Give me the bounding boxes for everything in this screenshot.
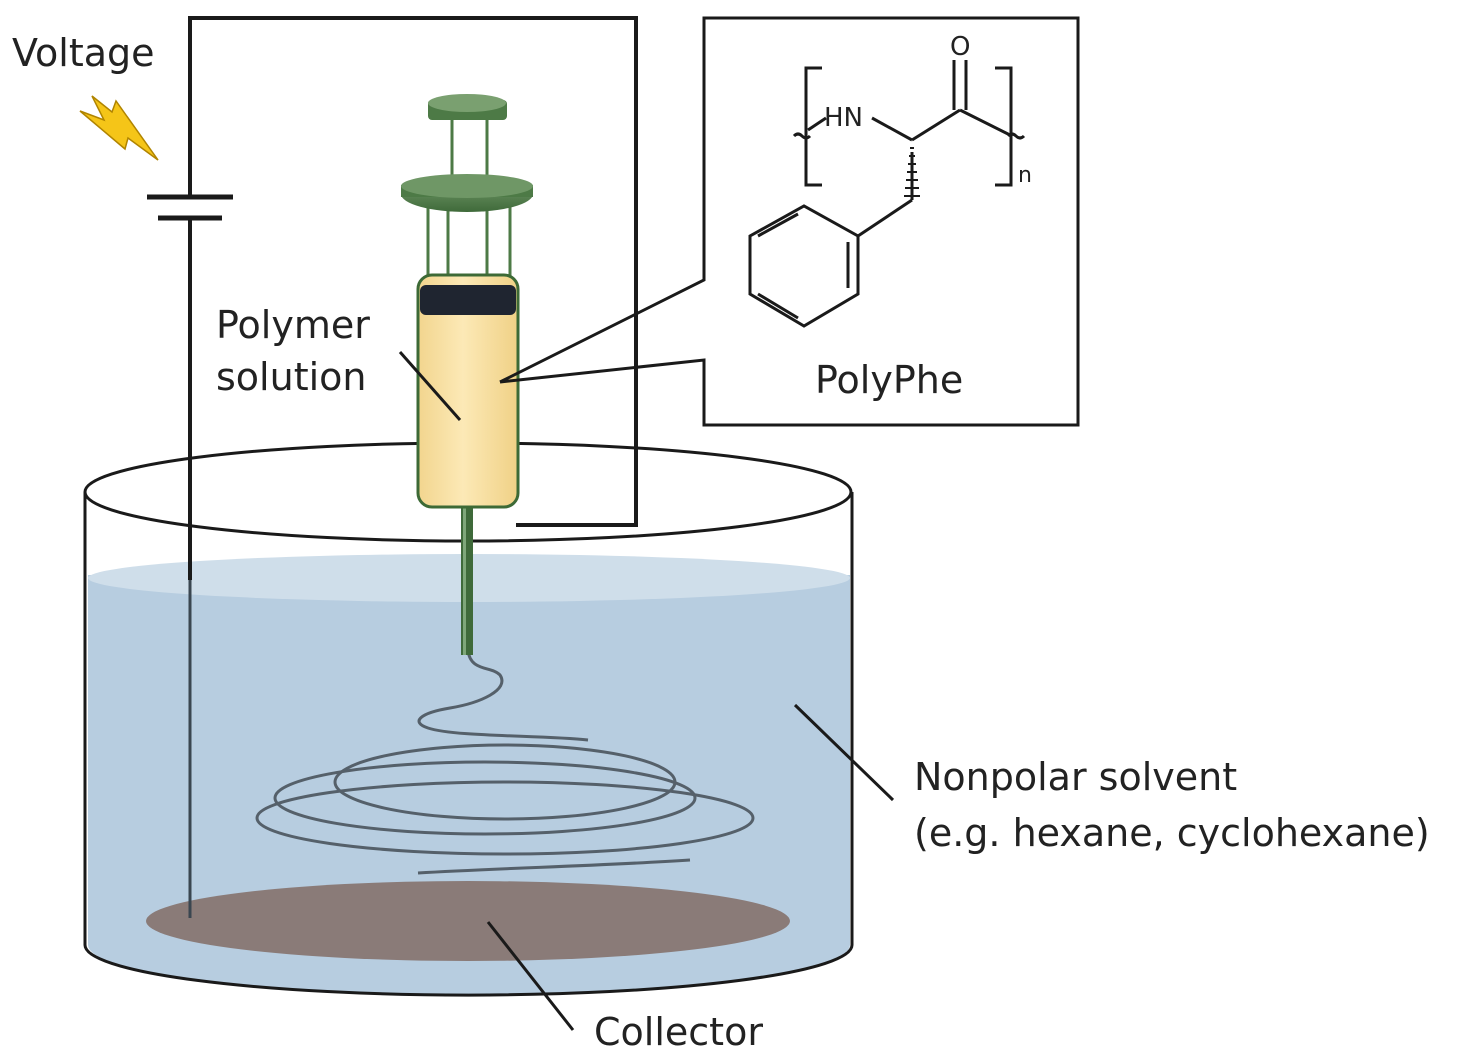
- polymer-fiber: [255, 649, 755, 875]
- plunger-seal: [420, 285, 516, 315]
- solution-pointer: [398, 351, 462, 421]
- stereo-hash-wedge: [904, 147, 920, 197]
- battery-symbol-icon: [147, 194, 233, 221]
- polymer-solution-label-line1: Polymer: [216, 303, 370, 347]
- polyphe-label: PolyPhe: [815, 358, 963, 402]
- syringe-icon: [401, 94, 533, 655]
- solvent-label-line1: Nonpolar solvent: [914, 755, 1237, 799]
- oxygen-label: O: [950, 32, 970, 62]
- solvent-pointer: [793, 703, 895, 802]
- solvent-label-line2: (e.g. hexane, cyclohexane): [914, 811, 1430, 855]
- beaker: [83, 441, 854, 997]
- collector-label: Collector: [594, 1010, 763, 1054]
- syringe-needle: [461, 505, 473, 655]
- callout-line: [499, 16, 1080, 427]
- amine-label: HN: [824, 103, 863, 133]
- repeat-subscript: n: [1018, 163, 1032, 188]
- collector-disc: [146, 881, 790, 961]
- lightning-bolt-icon: [79, 95, 159, 161]
- voltage-label: Voltage: [12, 31, 155, 75]
- collector-pointer: [486, 921, 575, 1031]
- polymer-solution-label-line2: solution: [216, 355, 366, 399]
- plunger-thumb-cap: [428, 94, 506, 112]
- circuit-wire: [188, 16, 638, 580]
- polyphe-structure: [748, 60, 1026, 328]
